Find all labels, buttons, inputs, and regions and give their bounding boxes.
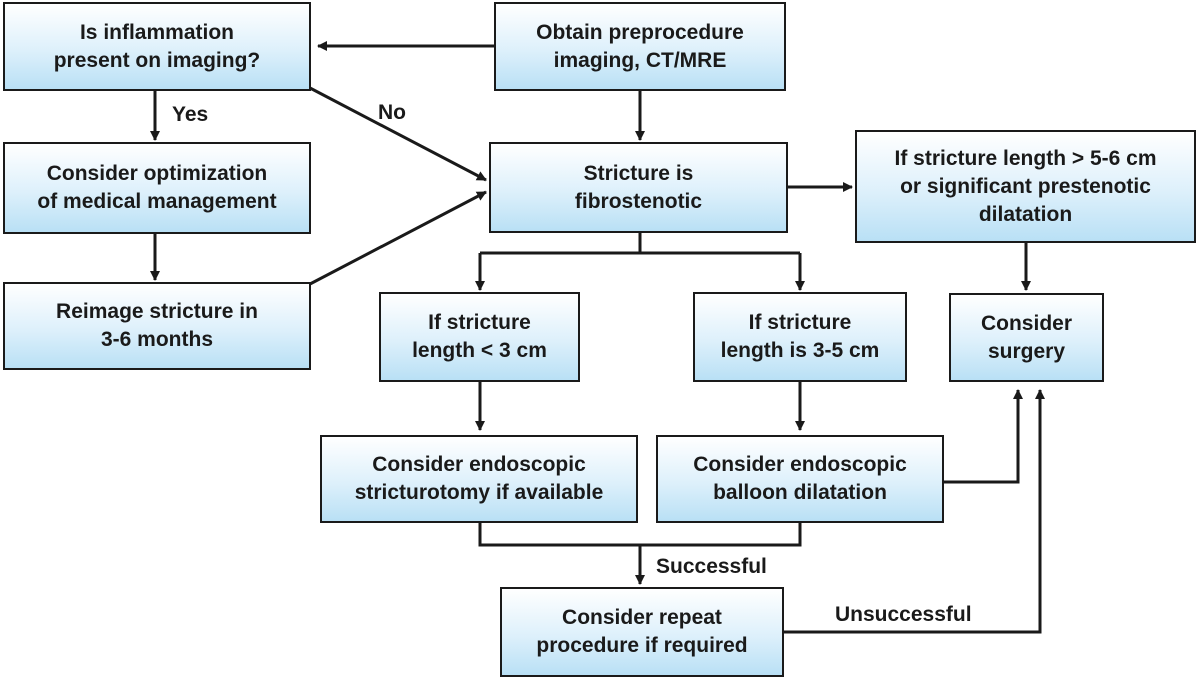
node-obtain-imaging: Obtain preprocedure imaging, CT/MRE bbox=[494, 2, 786, 91]
edge-label-successful: Successful bbox=[656, 555, 767, 578]
arrow-inflammation-no bbox=[309, 86, 487, 182]
join-successful bbox=[478, 523, 802, 547]
node-balloon: Consider endoscopic balloon dilatation bbox=[656, 435, 944, 523]
node-inflammation: Is inflammation present on imaging? bbox=[3, 2, 311, 91]
edge-label-yes: Yes bbox=[172, 103, 209, 126]
node-repeat: Consider repeat procedure if required bbox=[500, 587, 784, 677]
node-stricturotomy: Consider endoscopic stricturotomy if ava… bbox=[320, 435, 638, 523]
arrow-reimage-to-fibrostenotic bbox=[309, 190, 487, 286]
node-short-stricture: If stricture length < 3 cm bbox=[379, 292, 580, 382]
node-fibrostenotic: Stricture is fibrostenotic bbox=[489, 142, 788, 233]
arrow-unsuccessful-to-surgery bbox=[784, 389, 1045, 634]
node-reimage: Reimage stricture in 3-6 months bbox=[3, 282, 311, 370]
node-long-stricture: If stricture length > 5-6 cm or signific… bbox=[855, 130, 1196, 243]
edge-label-no: No bbox=[378, 101, 406, 124]
branch-fibrostenotic-split bbox=[480, 233, 642, 255]
arrow-balloon-to-surgery bbox=[944, 389, 1023, 484]
node-optimization: Consider optimization of medical managem… bbox=[3, 142, 311, 234]
node-surgery: Consider surgery bbox=[949, 293, 1104, 382]
edge-label-unsuccessful: Unsuccessful bbox=[835, 603, 972, 626]
node-medium-stricture: If stricture length is 3-5 cm bbox=[693, 292, 907, 382]
